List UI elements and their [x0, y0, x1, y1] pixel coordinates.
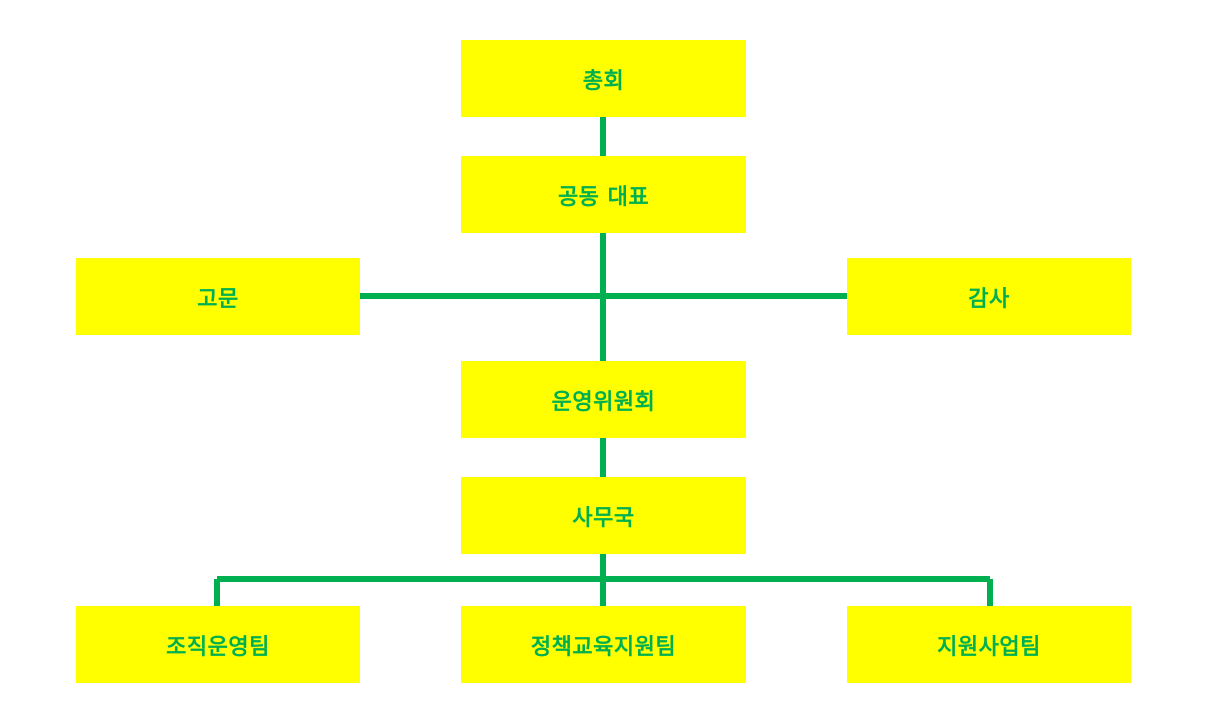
node-steering-committee-label: 운영위원회 [551, 389, 656, 415]
node-team-support-projects: 지원사업팀 [847, 606, 1131, 683]
node-team-organization: 조직운영팀 [76, 606, 360, 683]
node-team-organization-label: 조직운영팀 [166, 634, 270, 660]
node-advisor: 고문 [76, 258, 360, 335]
node-secretariat: 사무국 [461, 477, 746, 554]
node-co-representatives-label: 공동 대표 [557, 184, 650, 210]
node-co-representatives: 공동 대표 [461, 156, 746, 233]
node-steering-committee: 운영위원회 [461, 361, 746, 438]
node-team-support-projects-label: 지원사업팀 [937, 634, 1041, 660]
node-team-policy-education: 정책교육지원팀 [461, 606, 746, 683]
node-advisor-label: 고문 [197, 286, 239, 312]
node-auditor-label: 감사 [968, 286, 1010, 312]
node-auditor: 감사 [847, 258, 1131, 335]
node-secretariat-label: 사무국 [572, 505, 635, 531]
node-general-assembly-label: 총회 [582, 68, 625, 94]
node-team-policy-education-label: 정책교육지원팀 [530, 634, 677, 660]
node-general-assembly: 총회 [461, 40, 746, 117]
